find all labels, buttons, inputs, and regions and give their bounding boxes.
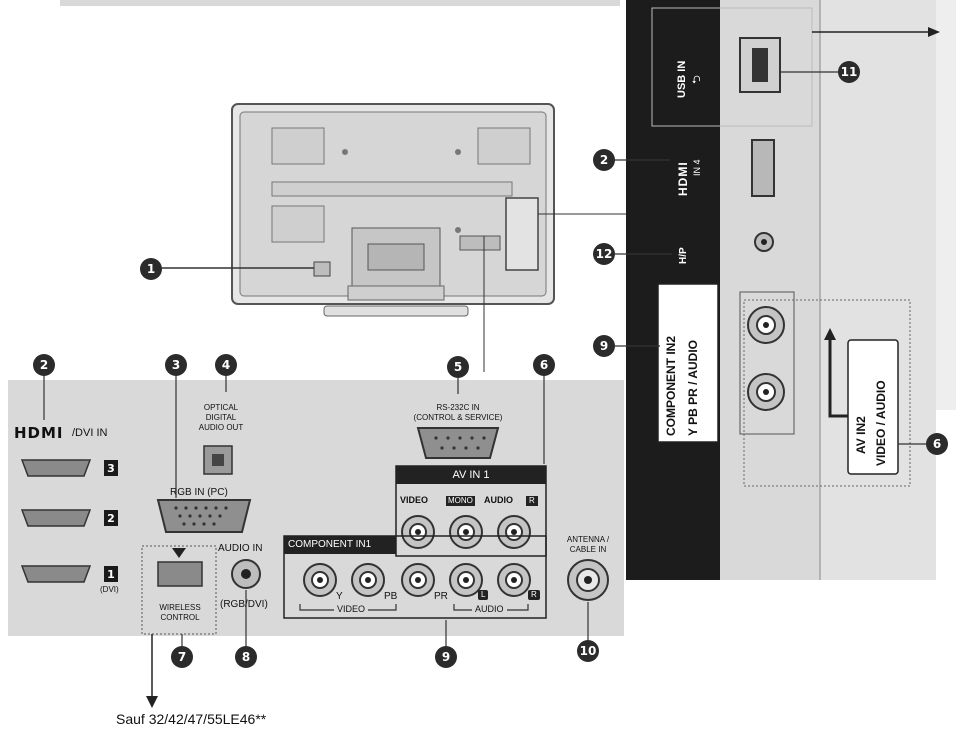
wireless-line1: WIRELESS [159, 603, 201, 612]
callout-usb: 11 [838, 61, 860, 83]
rgb-label: RGB IN (PC) [170, 487, 228, 498]
component-in1-header [284, 536, 396, 554]
hp-label: H/P [678, 247, 689, 264]
callout-rs232: 5 [447, 356, 469, 378]
dvi-note: (DVI) [100, 585, 119, 594]
side-hdmi-logo: HDMI [676, 161, 690, 196]
hdmi-port-1-num: 1 [104, 566, 118, 582]
optical-line1: OPTICAL [203, 403, 239, 412]
component2-line1: COMPONENT IN2 [664, 335, 678, 436]
rgb-port [156, 499, 252, 533]
component2-line2: Y PB PR / AUDIO [686, 339, 700, 436]
footnote: Sauf 32/42/47/55LE46** [116, 711, 267, 727]
av-in2-line2: VIDEO / AUDIO [874, 380, 888, 466]
comp-pb-label: PB [384, 591, 398, 602]
audio-in-label: AUDIO IN [218, 543, 263, 554]
callout-side-hdmi: 2 [593, 149, 615, 171]
comp-pr-label: PR [434, 591, 448, 602]
callout-antenna: 10 [577, 640, 599, 662]
rs232-port [416, 427, 500, 459]
hdmi-ports [20, 459, 92, 583]
rs232-line2: (CONTROL & SERVICE) [413, 413, 503, 422]
component-in1-jacks [303, 563, 531, 597]
callout-comp1: 9 [435, 646, 457, 668]
side-panel [626, 0, 956, 580]
side-hdmi-in4: IN 4 [692, 159, 702, 176]
hdmi-port-2-num: 2 [104, 510, 118, 526]
callout-rgb: 3 [165, 354, 187, 376]
comp-video-label: VIDEO [334, 605, 369, 614]
callout-comp2: 9 [593, 335, 615, 357]
component-in1-label: COMPONENT IN1 [288, 539, 372, 550]
hdmi-logo: HDMI [14, 424, 64, 442]
av-in1-jacks [401, 515, 531, 549]
comp-l-label: L [478, 590, 489, 600]
wireless-line2: CONTROL [160, 613, 200, 622]
wireless-box [141, 545, 217, 635]
callout-hp: 12 [593, 243, 615, 265]
av-in1-header [396, 466, 546, 484]
callout-audio: 8 [235, 646, 257, 668]
usb-in-label: USB IN [676, 60, 688, 98]
rs232-line1: RS-232C IN [436, 403, 480, 412]
av1-mono-label: MONO [446, 496, 475, 506]
av-in1-label: AV IN 1 [452, 469, 490, 481]
callout-av2: 6 [926, 433, 948, 455]
tv-back-illustration [231, 103, 555, 317]
rgb-dvi-label: (RGB/DVI) [220, 599, 268, 610]
usb-symbol: ⮌ [691, 75, 703, 84]
hdmi-port-3-num: 3 [104, 460, 118, 476]
optical-line2: DIGITAL [205, 413, 237, 422]
top-strip [60, 0, 620, 6]
comp-r-label: R [528, 590, 540, 600]
wireless-port [157, 561, 203, 587]
av1-video-label: VIDEO [400, 495, 429, 505]
av1-r-label: R [526, 496, 538, 506]
av-in2-line1: AV IN2 [854, 416, 868, 454]
optical-line3: AUDIO OUT [198, 423, 244, 432]
av1-audio-label: AUDIO [484, 495, 513, 505]
callout-wireless: 7 [171, 646, 193, 668]
hdmi-dvi-label: /DVI IN [72, 427, 108, 439]
callout-av1: 6 [533, 354, 555, 376]
antenna-line1: ANTENNA / [566, 535, 610, 544]
callout-1: 1 [140, 258, 162, 280]
comp-audio-label: AUDIO [472, 605, 507, 614]
antenna-line2: CABLE IN [569, 545, 607, 554]
callout-optical: 4 [215, 354, 237, 376]
comp-y-label: Y [336, 591, 343, 602]
callout-hdmi: 2 [33, 354, 55, 376]
